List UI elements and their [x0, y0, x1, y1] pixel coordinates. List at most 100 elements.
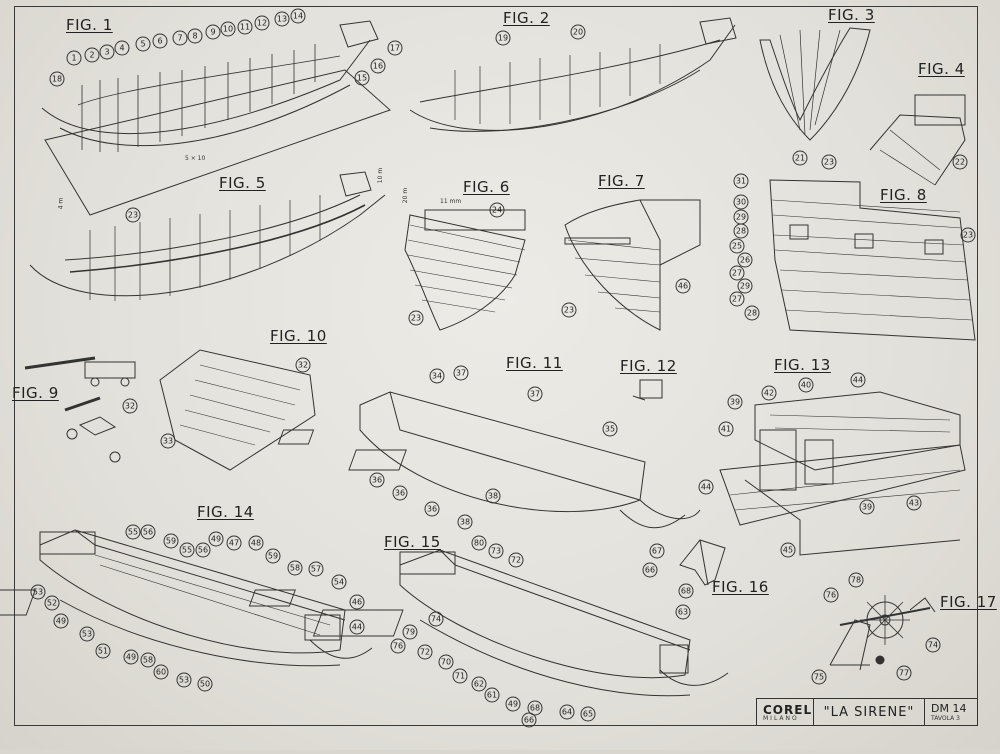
callout: 19 [495, 30, 511, 46]
sheet-number: TAVOLA 3 [931, 715, 960, 722]
callout: 6 [152, 33, 168, 49]
fig-7-label: FIG. 7 [598, 172, 645, 190]
callout: 62 [471, 676, 487, 692]
fig16-drawing [679, 539, 726, 586]
callout: 34 [429, 368, 445, 384]
callout: 79 [402, 624, 418, 640]
fig6-side-dimension: 20 m [402, 187, 410, 204]
fig-3-label: FIG. 3 [828, 6, 875, 24]
callout: 58 [140, 652, 156, 668]
callout: 23 [561, 302, 577, 318]
callout: 65 [580, 706, 596, 722]
fig7-drawing [564, 199, 701, 331]
callout: 70 [438, 654, 454, 670]
callout: 26 [737, 252, 753, 268]
callout: 58 [287, 560, 303, 576]
callout: 16 [370, 58, 386, 74]
fig10-drawing [159, 349, 316, 471]
callout: 44 [698, 479, 714, 495]
brand-name: COREL [763, 702, 813, 717]
callout: 11 [237, 19, 253, 35]
callout: 42 [761, 385, 777, 401]
fig-6-label: FIG. 6 [463, 178, 510, 196]
callout: 37 [453, 365, 469, 381]
callout: 59 [265, 548, 281, 564]
callout: 22 [952, 154, 968, 170]
fig5-left-dimension: 4 m [57, 197, 65, 210]
callout: 10 [220, 21, 236, 37]
callout: 76 [823, 587, 839, 603]
callout: 60 [153, 664, 169, 680]
fig-5-label: FIG. 5 [219, 174, 266, 192]
callout: 9 [205, 24, 221, 40]
fig1-base-dimension: 5 × 10 [185, 155, 206, 162]
brand-cell: COREL MILANO [757, 699, 814, 725]
callout: 29 [737, 278, 753, 294]
callout: 47 [226, 535, 242, 551]
callout: 57 [308, 561, 324, 577]
callout: 32 [122, 398, 138, 414]
callout: 80 [471, 535, 487, 551]
callout: 75 [811, 669, 827, 685]
callout: 36 [392, 485, 408, 501]
fig8-drawing [769, 179, 976, 341]
callout: 13 [274, 11, 290, 27]
callout: 29 [733, 209, 749, 225]
callout: 44 [850, 372, 866, 388]
ship-name-cell: "LA SIRENE" [814, 699, 925, 725]
callout: 33 [160, 433, 176, 449]
callout: 23 [821, 154, 837, 170]
callout: 76 [390, 638, 406, 654]
callout: 28 [744, 305, 760, 321]
callout: 36 [424, 501, 440, 517]
callout: 4 [114, 40, 130, 56]
fig5-drawing [29, 171, 386, 301]
callout: 53 [79, 626, 95, 642]
fig-17-label: FIG. 17 [940, 593, 997, 611]
callout: 18 [49, 71, 65, 87]
fig-15-label: FIG. 15 [384, 533, 441, 551]
callout: 56 [195, 542, 211, 558]
callout: 15 [354, 70, 370, 86]
fig-13-label: FIG. 13 [774, 356, 831, 374]
callout: 40 [798, 377, 814, 393]
callout: 56 [140, 524, 156, 540]
fig15-drawing [248, 549, 729, 697]
callout: 38 [457, 514, 473, 530]
fig17-drawing [829, 595, 936, 671]
fig14-drawing [0, 529, 373, 667]
callout: 21 [792, 150, 808, 166]
fig2-drawing [409, 17, 737, 132]
callout: 30 [733, 194, 749, 210]
callout: 72 [417, 644, 433, 660]
fig12-drawing [632, 379, 663, 401]
callout: 71 [452, 668, 468, 684]
callout: 55 [179, 542, 195, 558]
callout: 39 [859, 499, 875, 515]
callout: 46 [349, 594, 365, 610]
fig11-drawing [277, 391, 701, 529]
callout: 23 [408, 310, 424, 326]
fig-2-label: FIG. 2 [503, 9, 550, 27]
fig-1-label: FIG. 1 [66, 16, 113, 34]
callout: 43 [906, 495, 922, 511]
callout: 77 [896, 665, 912, 681]
callout: 3 [99, 44, 115, 60]
fig5-right-dimension: 10 m [377, 167, 385, 184]
callout: 59 [163, 533, 179, 549]
callout: 49 [53, 613, 69, 629]
callout: 23 [125, 207, 141, 223]
callout: 67 [649, 543, 665, 559]
callout: 28 [733, 223, 749, 239]
fig-16-label: FIG. 16 [712, 578, 769, 596]
callout: 78 [848, 572, 864, 588]
callout: 73 [488, 543, 504, 559]
callout: 66 [521, 712, 537, 728]
callout: 45 [780, 542, 796, 558]
callout: 8 [187, 28, 203, 44]
fig-8-label: FIG. 8 [880, 186, 927, 204]
callout: 49 [208, 531, 224, 547]
callout: 44 [349, 619, 365, 635]
